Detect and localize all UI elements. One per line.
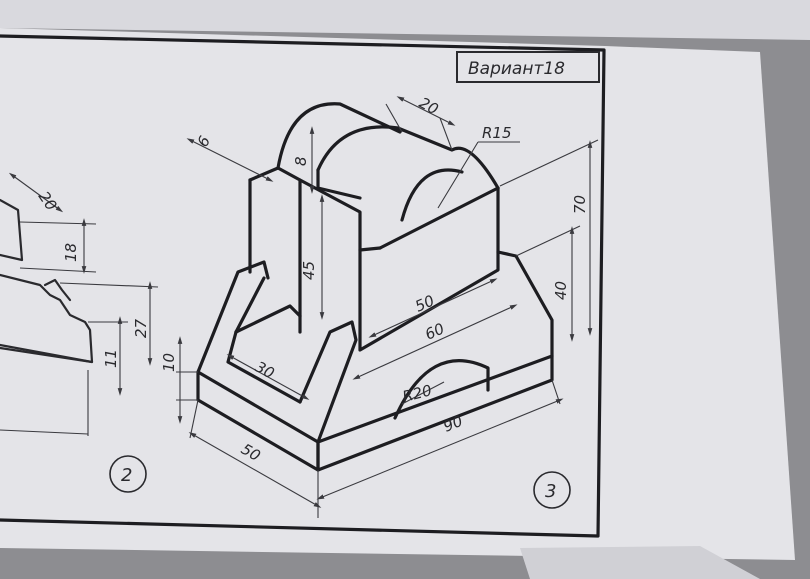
dim-45: 45 xyxy=(300,261,318,280)
dim-70-ext-top xyxy=(499,139,599,187)
variant-label-box: Вариант18 xyxy=(456,51,600,83)
r15-arc xyxy=(400,168,464,222)
dim-30-line xyxy=(226,354,310,400)
fig2-ext-18-bottom xyxy=(19,267,97,273)
dim-70: 70 xyxy=(571,195,589,214)
fig2-dim-20-line xyxy=(8,172,64,213)
right-arm xyxy=(298,320,358,444)
drawing-frame xyxy=(0,34,606,538)
dim-10: 10 xyxy=(160,353,178,372)
fig2-ext-18-top xyxy=(19,221,97,225)
dim-90-line xyxy=(316,398,564,500)
figure-2-fragment: 20 18 27 11 xyxy=(0,172,159,436)
upper-arch-back xyxy=(276,102,402,170)
fig2-dim-11: 11 xyxy=(102,349,120,368)
dim-40: 40 xyxy=(552,281,570,300)
fig2-bottom-line xyxy=(0,429,89,435)
dim-50-front-line xyxy=(188,432,322,508)
dim-r15: R15 xyxy=(482,124,512,142)
inner-step xyxy=(298,178,382,252)
dim-6-line xyxy=(186,138,274,182)
dim-r15-leader xyxy=(437,141,479,209)
figure-number-2: 2 xyxy=(109,455,147,493)
fig2-profile xyxy=(0,273,94,364)
fig2-base-edge xyxy=(0,346,94,364)
fig2-ext-27-top xyxy=(59,282,159,288)
fig2-step xyxy=(43,278,72,302)
left-arm xyxy=(196,260,270,374)
fig2-dim-27: 27 xyxy=(132,318,150,338)
right-slope xyxy=(496,250,554,358)
inner-floor-back xyxy=(234,304,302,334)
fig2-dim-18: 18 xyxy=(62,243,80,262)
background-sheet-top xyxy=(0,0,810,40)
variant-label: Вариант18 xyxy=(468,59,565,79)
background-sheet-bottom xyxy=(520,546,760,579)
drawing-sheet xyxy=(0,28,795,560)
upper-arch-front xyxy=(316,125,500,190)
figure-number-2-text: 2 xyxy=(121,465,132,486)
dim-40-ext-top xyxy=(515,225,581,257)
dim-90: 90 xyxy=(441,412,465,436)
dim-8: 8 xyxy=(292,156,310,166)
dim-60-line xyxy=(352,304,518,380)
dim-20-ext1 xyxy=(385,103,403,133)
figure-number-3-text: 3 xyxy=(545,481,556,502)
variant-box-border xyxy=(456,51,600,83)
dim-50-front-ext1 xyxy=(189,399,199,439)
left-arm-inner xyxy=(234,276,266,334)
right-block-top-edge xyxy=(378,186,500,250)
dim-20-line xyxy=(396,96,456,126)
dim-20-ext2 xyxy=(439,117,453,151)
figure-number-2-circle xyxy=(109,455,147,493)
